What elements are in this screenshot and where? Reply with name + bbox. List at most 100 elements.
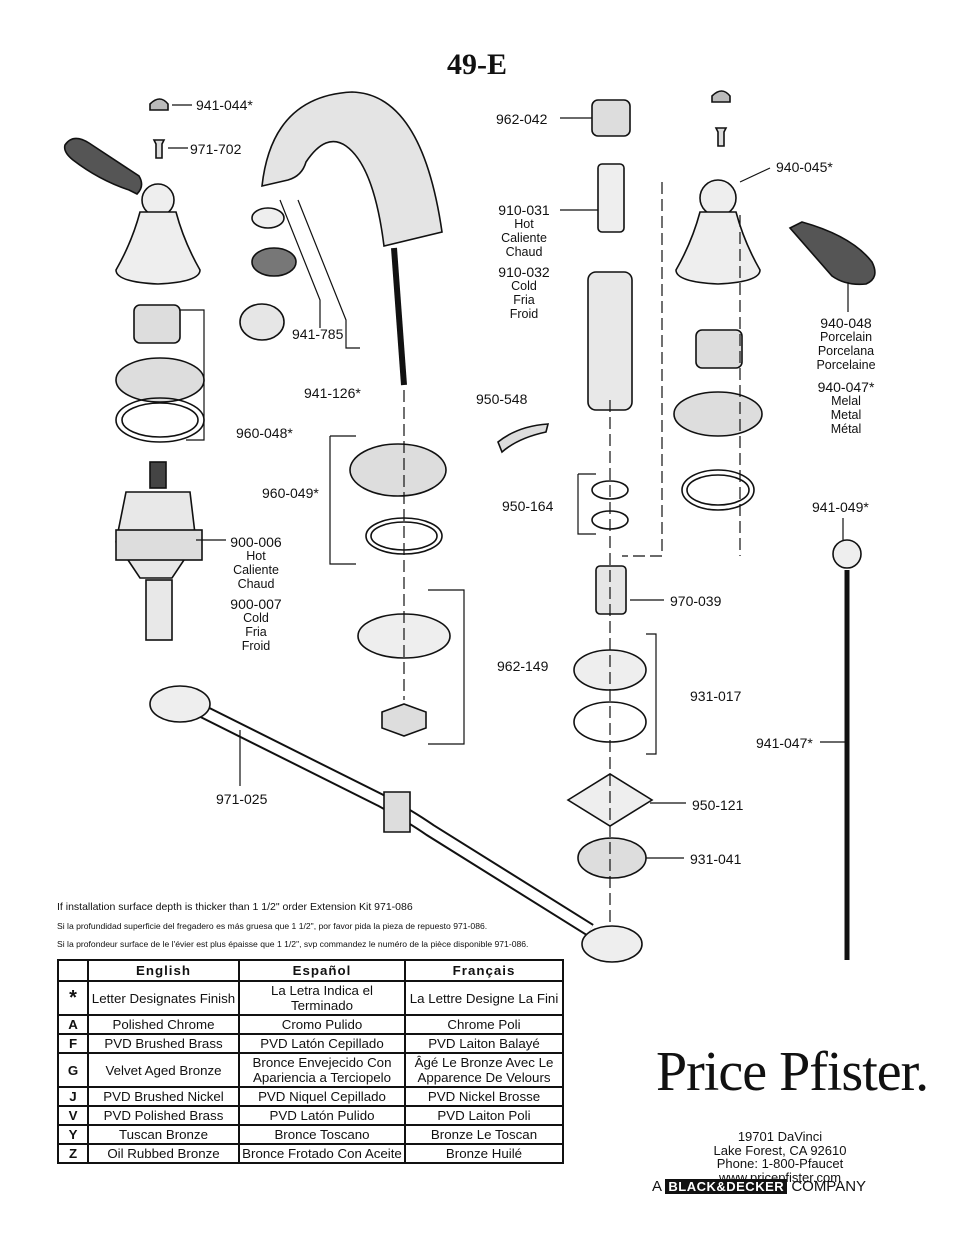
part-number: 900-007 <box>230 596 282 612</box>
tee-fitting <box>383 791 411 833</box>
variant-metal: Metal <box>830 408 862 422</box>
handle-body-left <box>115 211 201 285</box>
variant-metal-fr: Métal <box>830 422 862 436</box>
part-number: 910-032 <box>498 264 550 280</box>
spout <box>261 91 443 247</box>
price-pfister-logo: Price Pfister. <box>656 1041 929 1103</box>
code: V <box>57 1105 89 1126</box>
label-941-044: 941-044* <box>196 97 253 113</box>
finish-espanol: PVD Latón Cepillado <box>238 1033 406 1054</box>
code: * <box>57 980 89 1016</box>
finish-francais: PVD Laiton Poli <box>404 1105 564 1126</box>
company-prefix: A <box>652 1178 662 1195</box>
screw-left <box>152 139 166 159</box>
label-950-121: 950-121 <box>692 797 744 813</box>
label-960-048: 960-048* <box>236 425 293 441</box>
lift-rod-knob <box>832 539 862 569</box>
label-962-149: 962-149 <box>497 658 549 674</box>
variant-caliente: Caliente <box>233 563 279 577</box>
finish-english: Letter Designates Finish <box>87 980 240 1016</box>
spout-rod <box>391 247 407 386</box>
cap-button-left <box>149 98 169 111</box>
finish-espanol: Cromo Pulido <box>238 1014 406 1035</box>
spout-escutcheon <box>349 443 447 497</box>
finish-espanol: Bronce Frotado Con Aceite <box>238 1143 406 1164</box>
variant-porcelaine: Porcelaine <box>816 358 876 372</box>
label-950-548: 950-548 <box>476 391 528 407</box>
label-971-025: 971-025 <box>216 791 268 807</box>
finish-espanol: PVD Niquel Cepillado <box>238 1086 406 1107</box>
header-espanol: Español <box>238 959 406 982</box>
finish-francais: PVD Laiton Balayé <box>404 1033 564 1054</box>
address-line-2: Lake Forest, CA 92610 <box>713 1142 847 1158</box>
label-941-049: 941-049* <box>812 499 869 515</box>
code: J <box>57 1086 89 1107</box>
finish-francais: PVD Nickel Brosse <box>404 1086 564 1107</box>
label-970-039: 970-039 <box>670 593 722 609</box>
variant-chaud: Chaud <box>237 577 275 591</box>
label-941-785: 941-785 <box>292 326 344 342</box>
note-spanish: Si la profundidad superficie del fregade… <box>57 921 488 931</box>
variant-melal: Melal <box>831 394 861 408</box>
spout-nut <box>381 703 427 737</box>
part-number: 940-048 <box>820 315 872 331</box>
variant-froid: Froid <box>241 639 271 653</box>
finish-english: Tuscan Bronze <box>87 1124 240 1145</box>
valve-stem-left <box>149 461 167 489</box>
aerator-housing <box>239 303 285 341</box>
part-number: 910-031 <box>498 202 550 218</box>
screw-right <box>714 127 728 147</box>
lock-nut-right <box>695 329 743 369</box>
finish-english: Polished Chrome <box>87 1014 240 1035</box>
variant-cold: Cold <box>511 279 537 293</box>
label-931-041: 931-041 <box>690 851 742 867</box>
escutcheon-left <box>115 357 205 403</box>
lever-handle-right <box>788 221 876 286</box>
gasket-left <box>115 397 205 443</box>
escutcheon-right <box>673 391 763 437</box>
label-910-032: 910-032 Cold Fria Froid <box>494 265 554 321</box>
header-english: English <box>87 959 240 982</box>
locknut-right <box>577 837 647 879</box>
label-941-126: 941-126* <box>304 385 361 401</box>
code: A <box>57 1014 89 1035</box>
header-code <box>57 959 89 982</box>
variant-fria: Fria <box>245 625 267 639</box>
company-address: 19701 DaVinci Lake Forest, CA 92610 Phon… <box>690 1130 870 1184</box>
handle-body-right <box>675 211 761 285</box>
variant-porcelain: Porcelain <box>819 330 873 344</box>
variant-cold: Cold <box>243 611 269 625</box>
variant-hot: Hot <box>246 549 266 563</box>
company-suffix: COMPANY <box>791 1178 867 1195</box>
finish-francais: Bronze Huilé <box>404 1143 564 1164</box>
valve-shank-left <box>145 579 173 641</box>
variant-froid: Froid <box>509 307 539 321</box>
code: Z <box>57 1143 89 1164</box>
variant-hot: Hot <box>514 217 534 231</box>
label-971-702: 971-702 <box>190 141 242 157</box>
label-940-047: 940-047* Melal Metal Métal <box>808 380 884 436</box>
label-940-045: 940-045* <box>776 159 833 175</box>
handle-ball-right <box>699 179 737 217</box>
inlet-fitting-right <box>581 925 643 963</box>
variant-fria: Fria <box>513 293 535 307</box>
aerator-screen <box>251 247 297 277</box>
header-francais: Français <box>404 959 564 982</box>
aerator-washer <box>251 207 285 229</box>
finish-espanol: Bronce Toscano <box>238 1124 406 1145</box>
adapter <box>595 565 627 615</box>
parent-company: A BLACK&DECKER COMPANY <box>652 1178 866 1195</box>
cartridge <box>597 163 625 233</box>
variant-caliente: Caliente <box>501 231 547 245</box>
note-french: Si la profondeur surface de le l'évier e… <box>57 939 529 949</box>
table-header-row: English Español Français <box>57 959 564 982</box>
label-931-017: 931-017 <box>690 688 742 704</box>
extension-sleeve <box>587 271 633 411</box>
phone: Phone: 1-800-Pfaucet <box>716 1156 844 1171</box>
